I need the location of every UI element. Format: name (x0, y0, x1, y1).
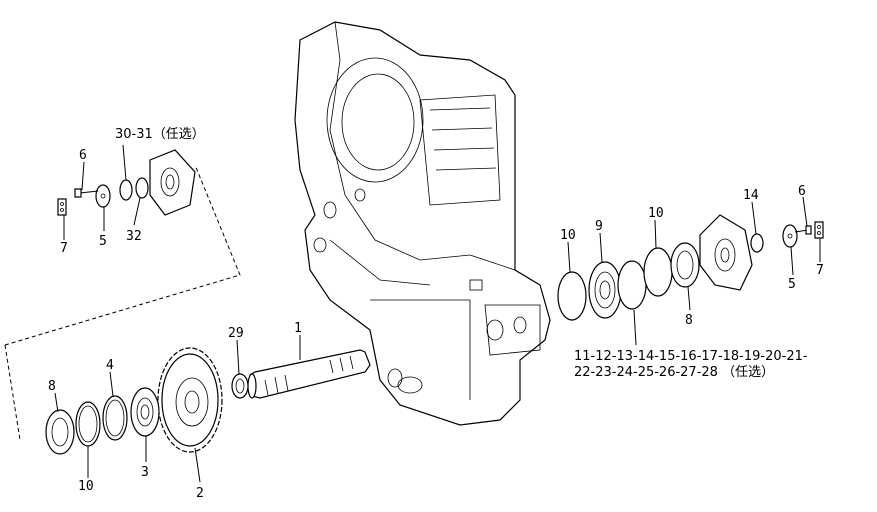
callout-29: 29 (228, 326, 244, 341)
bearing-3 (130, 387, 160, 437)
callout-14: 14 (743, 188, 759, 203)
callout-1: 1 (294, 321, 302, 336)
ring-11-28 (617, 260, 647, 310)
callout-10-right-b: 10 (648, 206, 664, 221)
callout-8-left: 8 (48, 379, 56, 394)
bolt-6-right (794, 225, 812, 235)
callout-4: 4 (106, 358, 114, 373)
range-label-line-1: 11-12-13-14-15-16-17-18-19-20-21- (574, 349, 808, 364)
snap-ring-10-right-b (643, 247, 673, 297)
callout-32: 32 (126, 229, 142, 244)
callout-6-right: 6 (798, 184, 806, 199)
washer-5-left (95, 184, 111, 208)
snap-ring-4 (102, 395, 128, 441)
snap-ring-4-inner (105, 399, 125, 437)
callout-10-bottom: 10 (78, 479, 94, 494)
transmission-housing (294, 21, 551, 426)
range-label-line-2: 22-23-24-25-26-27-28 （任选） (574, 365, 774, 380)
snap-ring-10-left (75, 401, 101, 447)
callout-9: 9 (595, 219, 603, 234)
oil-seal-8-left (45, 409, 75, 455)
callout-2: 2 (196, 486, 204, 501)
output-shaft (247, 349, 371, 399)
callout-7-left: 7 (60, 241, 68, 256)
oil-seal-8-right (670, 242, 700, 288)
o-ring-32 (135, 177, 149, 199)
dashed-boundary-left (4, 344, 21, 441)
callout-8-right: 8 (685, 313, 693, 328)
snap-ring-10-left-inner (78, 405, 98, 443)
callout-7-right: 7 (816, 263, 824, 278)
lock-plate-7-left (57, 198, 67, 216)
lock-plate-7-right (814, 221, 824, 239)
dashed-boundary (4, 164, 241, 346)
bearing-29 (231, 373, 249, 399)
flange-upper-left (149, 149, 196, 216)
callout-30-31-optional: 30-31（任选） (115, 127, 205, 142)
o-ring-14 (750, 233, 764, 253)
seal-30-31 (119, 179, 133, 201)
callout-6-left: 6 (79, 148, 87, 163)
flange-right (699, 214, 753, 291)
callout-10-right-a: 10 (560, 228, 576, 243)
gear-2 (157, 347, 223, 453)
leader-lines (54, 144, 821, 483)
bearing-9 (588, 261, 622, 319)
snap-ring-10-right-a (557, 271, 587, 321)
washer-5-right (782, 224, 798, 248)
callout-5-right: 5 (788, 277, 796, 292)
callout-5-left: 5 (99, 234, 107, 249)
callout-3: 3 (141, 465, 149, 480)
bolt-6-left (74, 188, 99, 198)
